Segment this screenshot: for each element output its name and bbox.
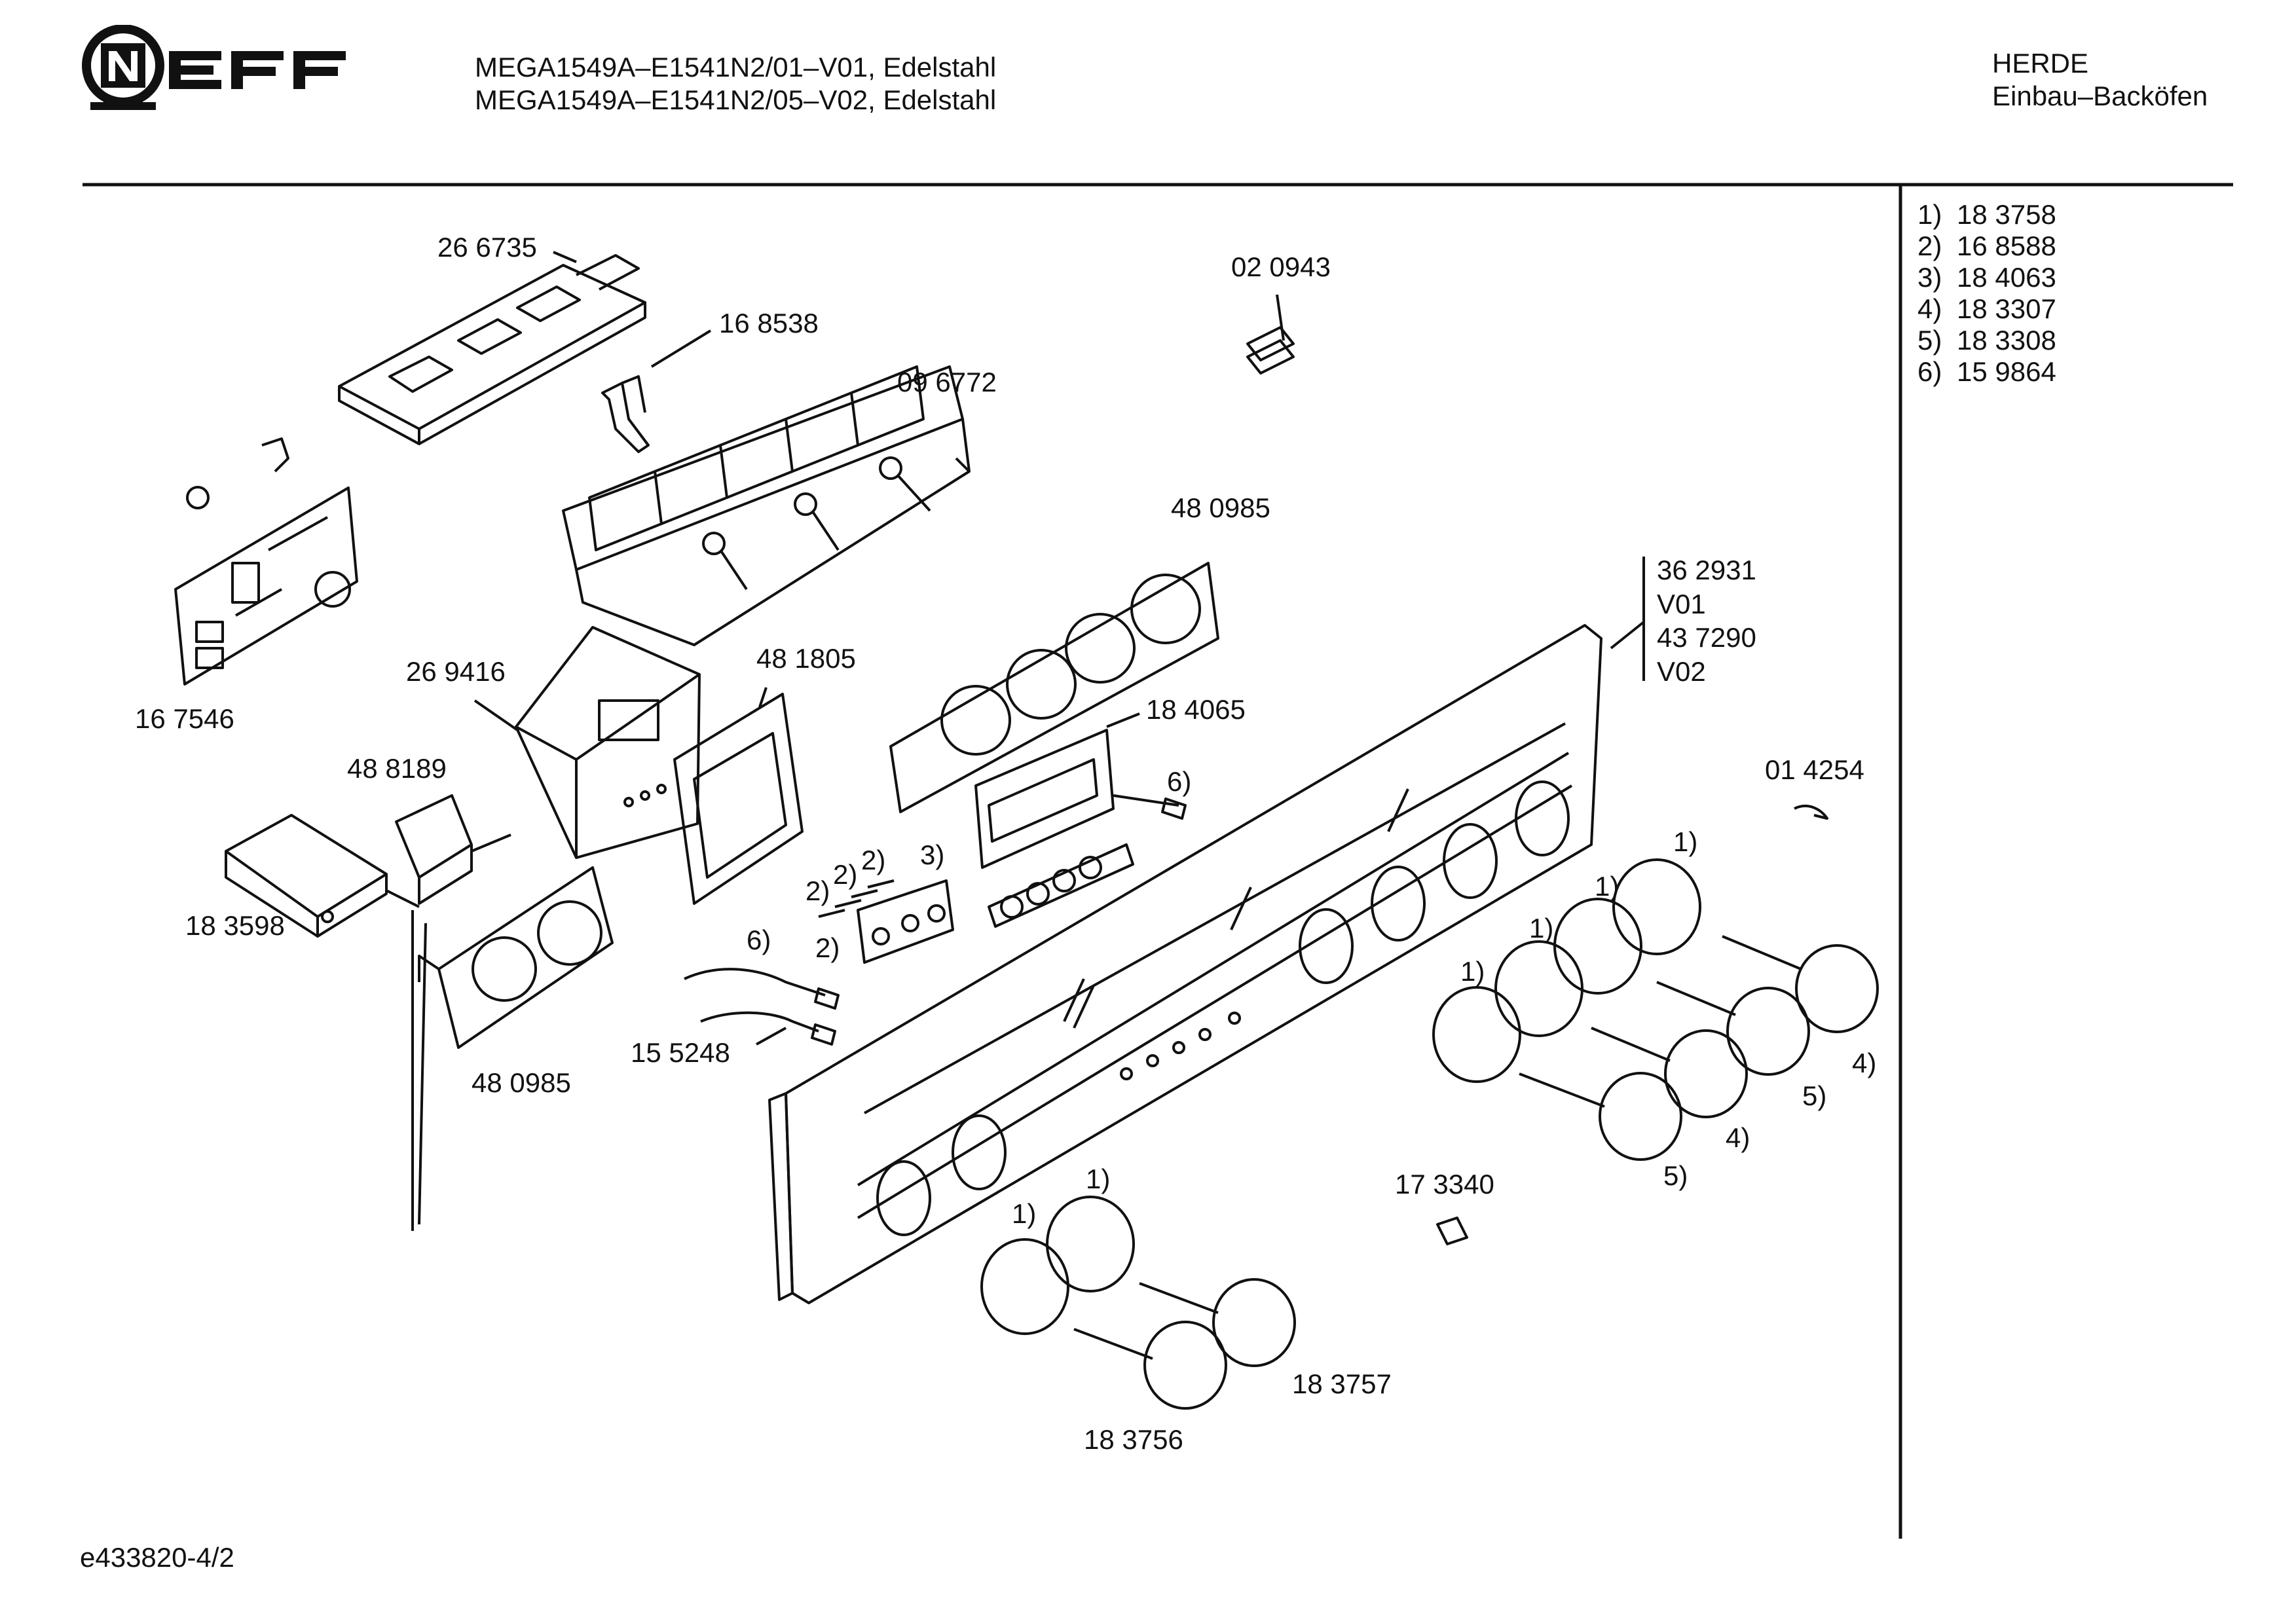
knob-set-right-drawing <box>1432 858 1879 1161</box>
small-knob-drawing <box>1436 1217 1468 1245</box>
label-155248: 15 5248 <box>631 1037 730 1068</box>
label-362931: 36 2931 <box>1657 555 1756 585</box>
mounting-screw-drawing <box>186 437 289 509</box>
callout-1-e: 1) <box>1086 1163 1110 1194</box>
legend-key-6: 6) <box>1917 356 1942 387</box>
neff-logo <box>82 25 346 110</box>
legend: 1) 18 3758 2) 16 8588 3) 18 4063 4) 18 3… <box>1917 199 2056 387</box>
category-title: HERDE <box>1992 48 2089 79</box>
label-481805: 48 1805 <box>756 643 856 674</box>
callout-4-b: 4) <box>1726 1122 1750 1153</box>
front-panel-leader <box>1610 557 1645 681</box>
label-014254: 01 4254 <box>1765 754 1864 785</box>
cable-drawing <box>684 968 840 1046</box>
legend-part-1: 18 3758 <box>1957 199 2056 230</box>
label-184065: 18 4065 <box>1146 694 1246 725</box>
clock-module-drawing <box>515 626 701 859</box>
callout-2-c: 2) <box>861 845 885 875</box>
label-488189: 48 8189 <box>347 753 447 784</box>
callout-6-b: 6) <box>747 925 771 955</box>
leader-155248 <box>756 1027 787 1046</box>
callout-4-a: 4) <box>1852 1048 1876 1078</box>
leader-266735 <box>553 251 577 263</box>
selector-switch-drawing <box>395 794 511 1231</box>
spring-clip-drawing <box>1794 805 1828 820</box>
callout-labels: 1) 1) 1) 1) 1) 1) 2) 2) 2) 2) 3) 4) 4) 5… <box>747 766 1876 1229</box>
subcategory-title: Einbau–Backöfen <box>1992 81 2208 111</box>
callout-1-a: 1) <box>1673 826 1697 857</box>
knob-set-bottom-drawing <box>980 1196 1296 1410</box>
legend-key-4: 4) <box>1917 293 1942 324</box>
legend-key-2: 2) <box>1917 230 1942 261</box>
label-183756: 18 3756 <box>1084 1424 1183 1455</box>
callout-5-b: 5) <box>1663 1160 1688 1191</box>
label-v02: V02 <box>1657 656 1706 687</box>
model-line-2: MEGA1549A–E1541N2/05–V02, Edelstahl <box>475 84 997 115</box>
cover-bracket-drawing <box>338 254 646 445</box>
lamp-pins-drawing <box>818 879 954 964</box>
leader-184065 <box>1106 712 1140 728</box>
legend-part-4: 18 3307 <box>1957 293 2056 324</box>
front-panel-drawing <box>768 624 1602 1304</box>
legend-part-5: 18 3308 <box>1957 325 2056 356</box>
callout-2-b: 2) <box>833 859 857 890</box>
label-437290: 43 7290 <box>1657 622 1756 653</box>
label-168538: 16 8538 <box>719 308 819 339</box>
label-183598: 18 3598 <box>185 910 285 941</box>
label-173340: 17 3340 <box>1395 1169 1494 1200</box>
label-167546: 16 7546 <box>135 703 234 734</box>
callout-2-a: 2) <box>805 875 830 906</box>
callout-6-a: 6) <box>1167 766 1191 797</box>
terminal-strip-drawing <box>225 814 420 938</box>
label-020943: 02 0943 <box>1231 251 1331 282</box>
callout-1-c: 1) <box>1529 913 1553 943</box>
model-line-1: MEGA1549A–E1541N2/01–V01, Edelstahl <box>475 52 997 82</box>
legend-key-3: 3) <box>1917 262 1942 293</box>
knob-holder-left-drawing <box>418 866 614 1049</box>
clip-drawing <box>601 375 650 453</box>
callout-1-f: 1) <box>1012 1198 1036 1229</box>
leader-269416 <box>473 699 519 731</box>
label-480985-top: 48 0985 <box>1171 492 1270 523</box>
switch-block-drawing <box>562 365 971 646</box>
label-266735: 26 6735 <box>437 232 537 263</box>
label-183757: 18 3757 <box>1292 1368 1392 1399</box>
knob-holder-right-drawing <box>889 562 1219 813</box>
callout-2-d: 2) <box>815 932 840 963</box>
leader-481805 <box>758 687 768 708</box>
label-269416: 26 9416 <box>406 656 506 687</box>
lamp-cable-drawing <box>1113 794 1187 820</box>
callout-5-a: 5) <box>1802 1080 1826 1111</box>
part-labels: 26 6735 16 8538 02 0943 09 6772 48 0985 … <box>135 232 1864 1455</box>
display-frame-drawing <box>673 693 804 905</box>
label-480985-bottom: 48 0985 <box>472 1067 571 1098</box>
legend-key-5: 5) <box>1917 325 1942 356</box>
indicator-frame-drawing <box>974 729 1134 928</box>
legend-key-1: 1) <box>1917 199 1942 230</box>
callout-3: 3) <box>920 839 944 870</box>
circuit-board-drawing <box>174 486 358 686</box>
doc-id: e433820-4/2 <box>80 1542 234 1573</box>
legend-part-6: 15 9864 <box>1957 356 2056 387</box>
label-v01: V01 <box>1657 589 1706 619</box>
callout-1-d: 1) <box>1460 956 1485 987</box>
callout-1-b: 1) <box>1595 871 1619 902</box>
plug-connector-drawing <box>1246 294 1295 375</box>
label-096772: 09 6772 <box>897 367 997 397</box>
legend-part-2: 16 8588 <box>1957 230 2056 261</box>
leader-168538 <box>650 329 712 368</box>
legend-part-3: 18 4063 <box>1957 262 2056 293</box>
